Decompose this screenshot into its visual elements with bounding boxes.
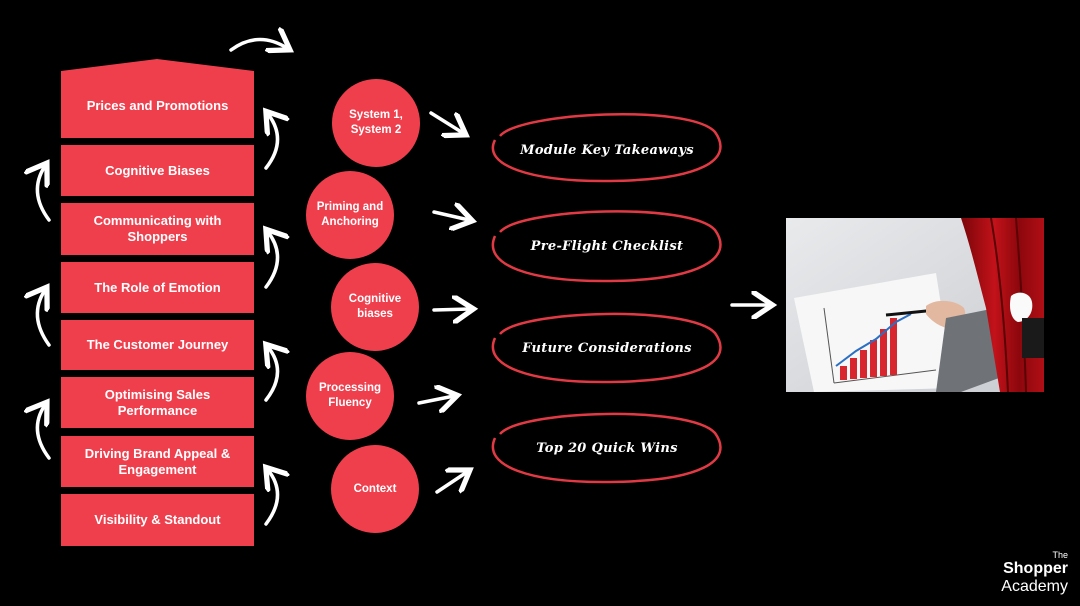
right-curved-arrow-icon — [266, 114, 278, 170]
stack-block-prices-promotions: Prices and Promotions — [61, 74, 254, 138]
circle-system-1-2: System 1, System 2 — [332, 79, 420, 167]
right-curved-arrow-icon — [266, 470, 278, 526]
oval-outline-key-takeaways — [491, 112, 722, 183]
oval-key-takeaways: Module Key Takeaways — [520, 143, 694, 158]
stack-block-customer-journey: The Customer Journey — [61, 320, 254, 370]
arrow-right-icon — [435, 472, 467, 494]
right-curved-arrow-icon — [266, 347, 278, 402]
logo-the: The — [1052, 550, 1068, 560]
arrow-right-icon — [432, 212, 469, 220]
stack-roof — [61, 59, 254, 75]
circle-context: Context — [331, 445, 419, 533]
presentation-chart-photo — [786, 218, 1044, 392]
circle-processing-fluency: Processing Fluency — [306, 352, 394, 440]
oval-outline-future — [491, 312, 722, 384]
arrow-right-icon — [432, 309, 470, 310]
circle-cognitive-biases: Cognitive biases — [331, 263, 419, 351]
logo-shopper: Shopper — [1003, 560, 1068, 577]
stack-block-brand-appeal: Driving Brand Appeal & Engagement — [61, 436, 254, 487]
shopper-academy-logo: The Shopper Academy — [1001, 550, 1068, 596]
logo-academy: Academy — [1001, 578, 1068, 595]
oval-outline-quick-wins — [491, 412, 722, 484]
oval-top-20-quick-wins: Top 20 Quick Wins — [536, 441, 678, 456]
left-curved-arrow-icon — [37, 290, 51, 347]
arrow-right-icon — [429, 111, 463, 133]
right-curved-arrow-icon — [266, 232, 278, 289]
top-curved-arrow-icon — [229, 39, 287, 50]
stack-block-cognitive-biases: Cognitive Biases — [61, 145, 254, 196]
oval-pre-flight-checklist: Pre-Flight Checklist — [530, 239, 684, 254]
left-curved-arrow-icon — [37, 166, 51, 222]
left-curved-arrow-icon — [37, 405, 51, 460]
stack-block-visibility: Visibility & Standout — [61, 494, 254, 546]
stack-block-emotion: The Role of Emotion — [61, 262, 254, 313]
circle-priming-anchoring: Priming and Anchoring — [306, 171, 394, 259]
oval-outline-checklist — [491, 210, 722, 283]
stack-block-sales-performance: Optimising Sales Performance — [61, 377, 254, 428]
arrow-right-icon — [417, 396, 454, 403]
stack-block-communicating: Communicating with Shoppers — [61, 203, 254, 255]
oval-future-considerations: Future Considerations — [522, 341, 692, 356]
